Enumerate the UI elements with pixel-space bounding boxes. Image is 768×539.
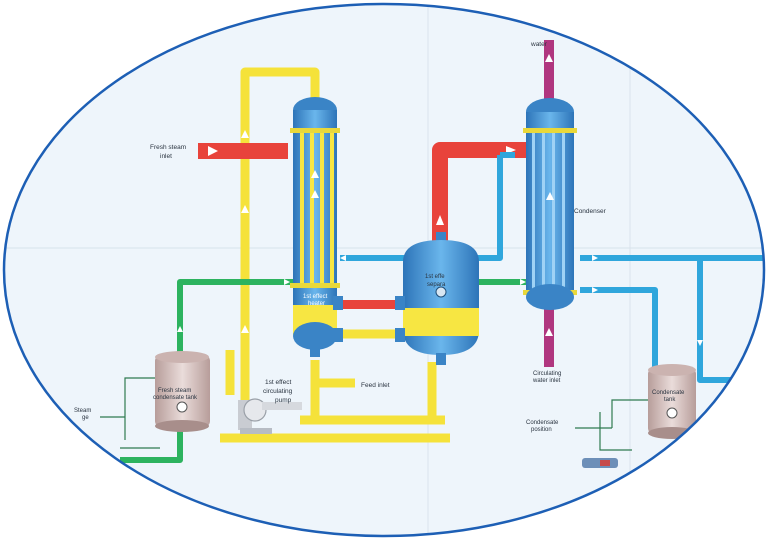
label-heater: 1st effect <box>303 294 328 300</box>
label-pump-3: pump <box>275 397 292 404</box>
label-circulating-2: water inlet <box>532 378 561 384</box>
green-flow-arrows <box>177 279 526 332</box>
label-circulating: Circulating <box>533 371 561 377</box>
label-condensate-tank-2: tank <box>664 397 676 403</box>
steam-pipes <box>198 142 530 309</box>
blue-flow-arrows <box>340 255 703 346</box>
label-separator-2: separa <box>427 282 446 288</box>
label-pump-2: circulating <box>263 388 293 395</box>
yellow-flow-arrows <box>241 130 249 333</box>
circulating-pump <box>238 398 302 434</box>
steam-condensate-tank <box>155 351 210 432</box>
label-heater-2: heater <box>308 301 325 307</box>
first-effect-heater <box>290 97 340 357</box>
label-steam-tank: Fresh steam <box>158 388 191 394</box>
labels: Fresh steam inlet 1st effect heater 1st … <box>74 41 685 433</box>
vacuum-pump <box>582 458 618 468</box>
label-fresh-steam-inlet: inlet <box>160 153 172 160</box>
label-fresh-steam: Fresh steam <box>150 144 186 151</box>
label-separator: 1st effe <box>425 274 445 280</box>
label-pump-1: 1st effect <box>265 379 291 386</box>
label-condensate-position: Condensate <box>526 420 559 426</box>
first-effect-separator <box>333 232 479 365</box>
signal-lines <box>100 377 652 451</box>
label-steam-left: Steam <box>74 408 91 414</box>
cooling-water-pipes <box>544 40 554 367</box>
condenser <box>523 98 577 310</box>
label-water-top: water <box>530 41 548 48</box>
label-steam-left-2: ge <box>82 415 89 421</box>
label-feed-inlet: Feed inlet <box>361 382 390 389</box>
yellow-circulation-pipes <box>220 67 450 443</box>
label-condenser: Condenser <box>574 208 607 215</box>
label-steam-tank-2: condensate tank <box>153 395 198 401</box>
label-condensate-position-2: position <box>531 427 552 433</box>
label-condensate-tank: Condensate <box>652 390 685 396</box>
